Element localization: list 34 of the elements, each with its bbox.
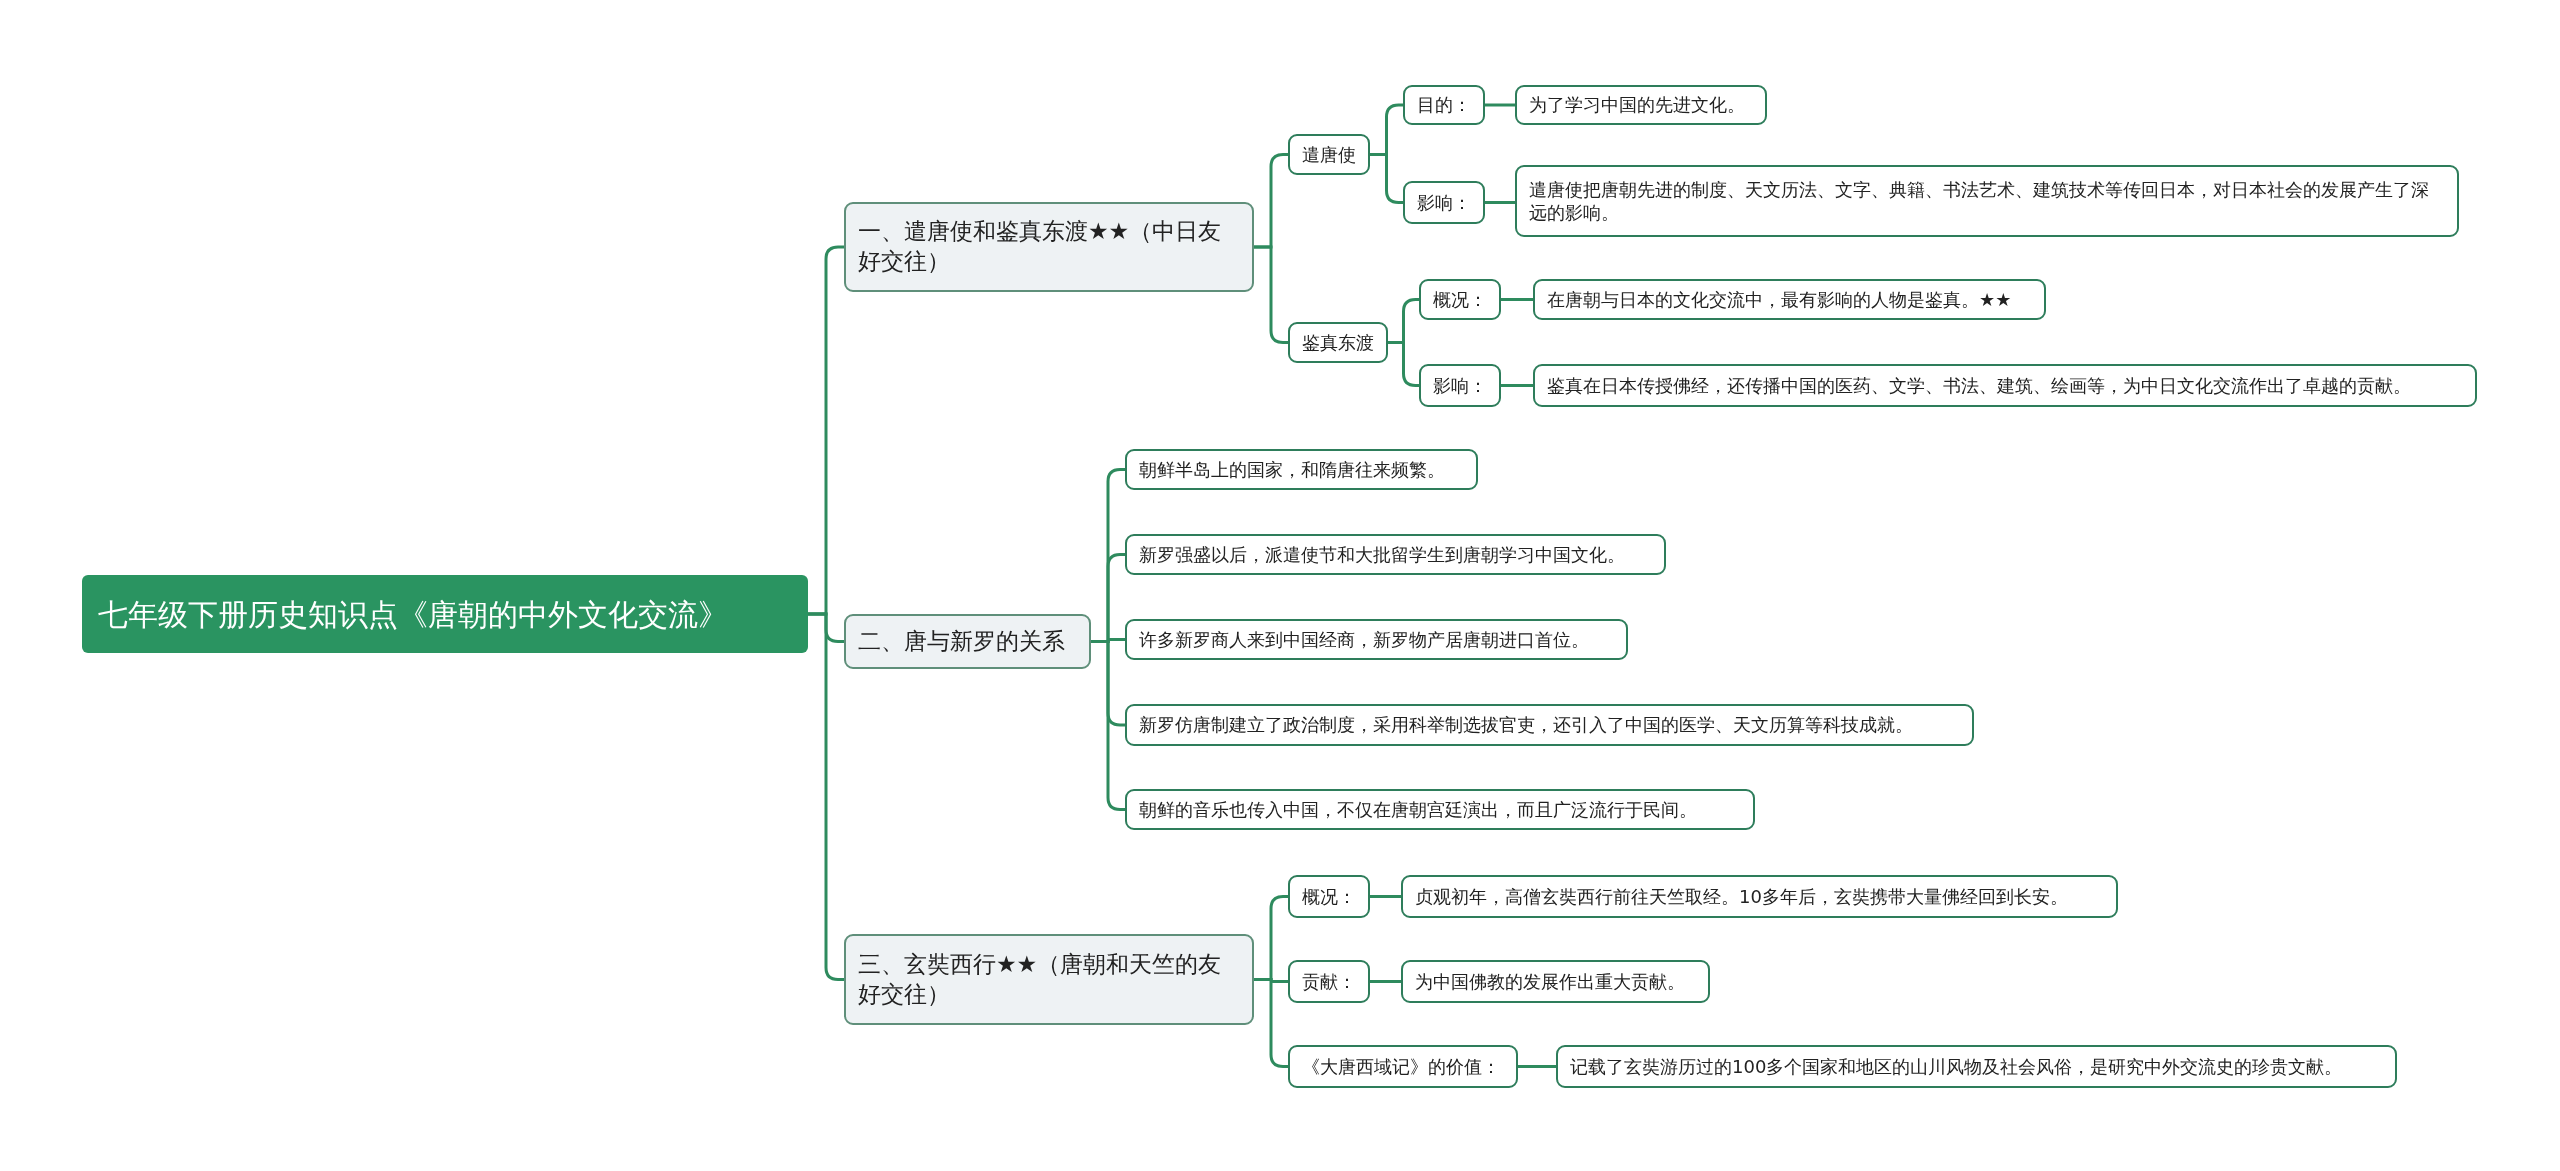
note-box: 许多新罗商人来到中国经商，新罗物产居唐朝进口首位。 (1125, 619, 1628, 660)
note-box: 为中国佛教的发展作出重大贡献。 (1401, 960, 1710, 1003)
note-box: 为了学习中国的先进文化。 (1515, 85, 1767, 125)
note-box: 影响： (1403, 181, 1485, 224)
connector-line (1485, 103, 1515, 107)
connector-line (1370, 980, 1401, 983)
connector-line (808, 612, 844, 981)
note-box: 鉴真在日本传授佛经，还传播中国的医药、文学、书法、建筑、绘画等，为中日文化交流作出了卓越的贡献。 (1533, 364, 2477, 407)
connector-line (1501, 384, 1533, 387)
note-box: 朝鲜的音乐也传入中国，不仅在唐朝宫廷演出，而且广泛流行于民间。 (1125, 789, 1755, 830)
note-box: 目的： (1403, 85, 1485, 125)
note-box: 在唐朝与日本的文化交流中，最有影响的人物是鉴真。★★ (1533, 279, 2046, 320)
connector-line (1388, 341, 1419, 387)
note-box: 新罗仿唐制建立了政治制度，采用科举制选拔官吏，还引入了中国的医学、天文历算等科技成就。 (1125, 704, 1974, 746)
connector-line (1501, 298, 1533, 301)
note-box: 《大唐西域记》的价值： (1288, 1045, 1518, 1088)
connector-line (1485, 201, 1515, 204)
note-box: 新罗强盛以后，派遣使节和大批留学生到唐朝学习中国文化。 (1125, 534, 1666, 575)
connector-line (1370, 895, 1401, 898)
note-box: 概况： (1419, 279, 1501, 320)
note-box: 贞观初年，高僧玄奘西行前往天竺取经。10多年后，玄奘携带大量佛经回到长安。 (1401, 875, 2118, 918)
topic-box: 一、遣唐使和鉴真东渡★★（中日友好交往） (844, 202, 1254, 292)
note-box: 记载了玄奘游历过的100多个国家和地区的山川风物及社会风俗，是研究中外交流史的珍贵文献。 (1556, 1045, 2397, 1088)
note-box: 概况： (1288, 875, 1370, 918)
note-box: 遣唐使把唐朝先进的制度、天文历法、文字、典籍、书法艺术、建筑技术等传回日本，对日本社会的发展产生了深远的影响。 (1515, 165, 2459, 237)
note-box: 朝鲜半岛上的国家，和隋唐往来频繁。 (1125, 449, 1478, 490)
note-box: 遣唐使 (1288, 134, 1370, 175)
connector-line (1518, 1065, 1556, 1068)
central-topic-box: 七年级下册历史知识点《唐朝的中外文化交流》 (82, 575, 808, 653)
topic-box: 三、玄奘西行★★（唐朝和天竺的友好交往） (844, 934, 1254, 1025)
note-box: 贡献： (1288, 960, 1370, 1003)
topic-box: 二、唐与新罗的关系 (844, 614, 1091, 669)
note-box: 影响： (1419, 364, 1501, 407)
note-box: 鉴真东渡 (1288, 322, 1388, 363)
